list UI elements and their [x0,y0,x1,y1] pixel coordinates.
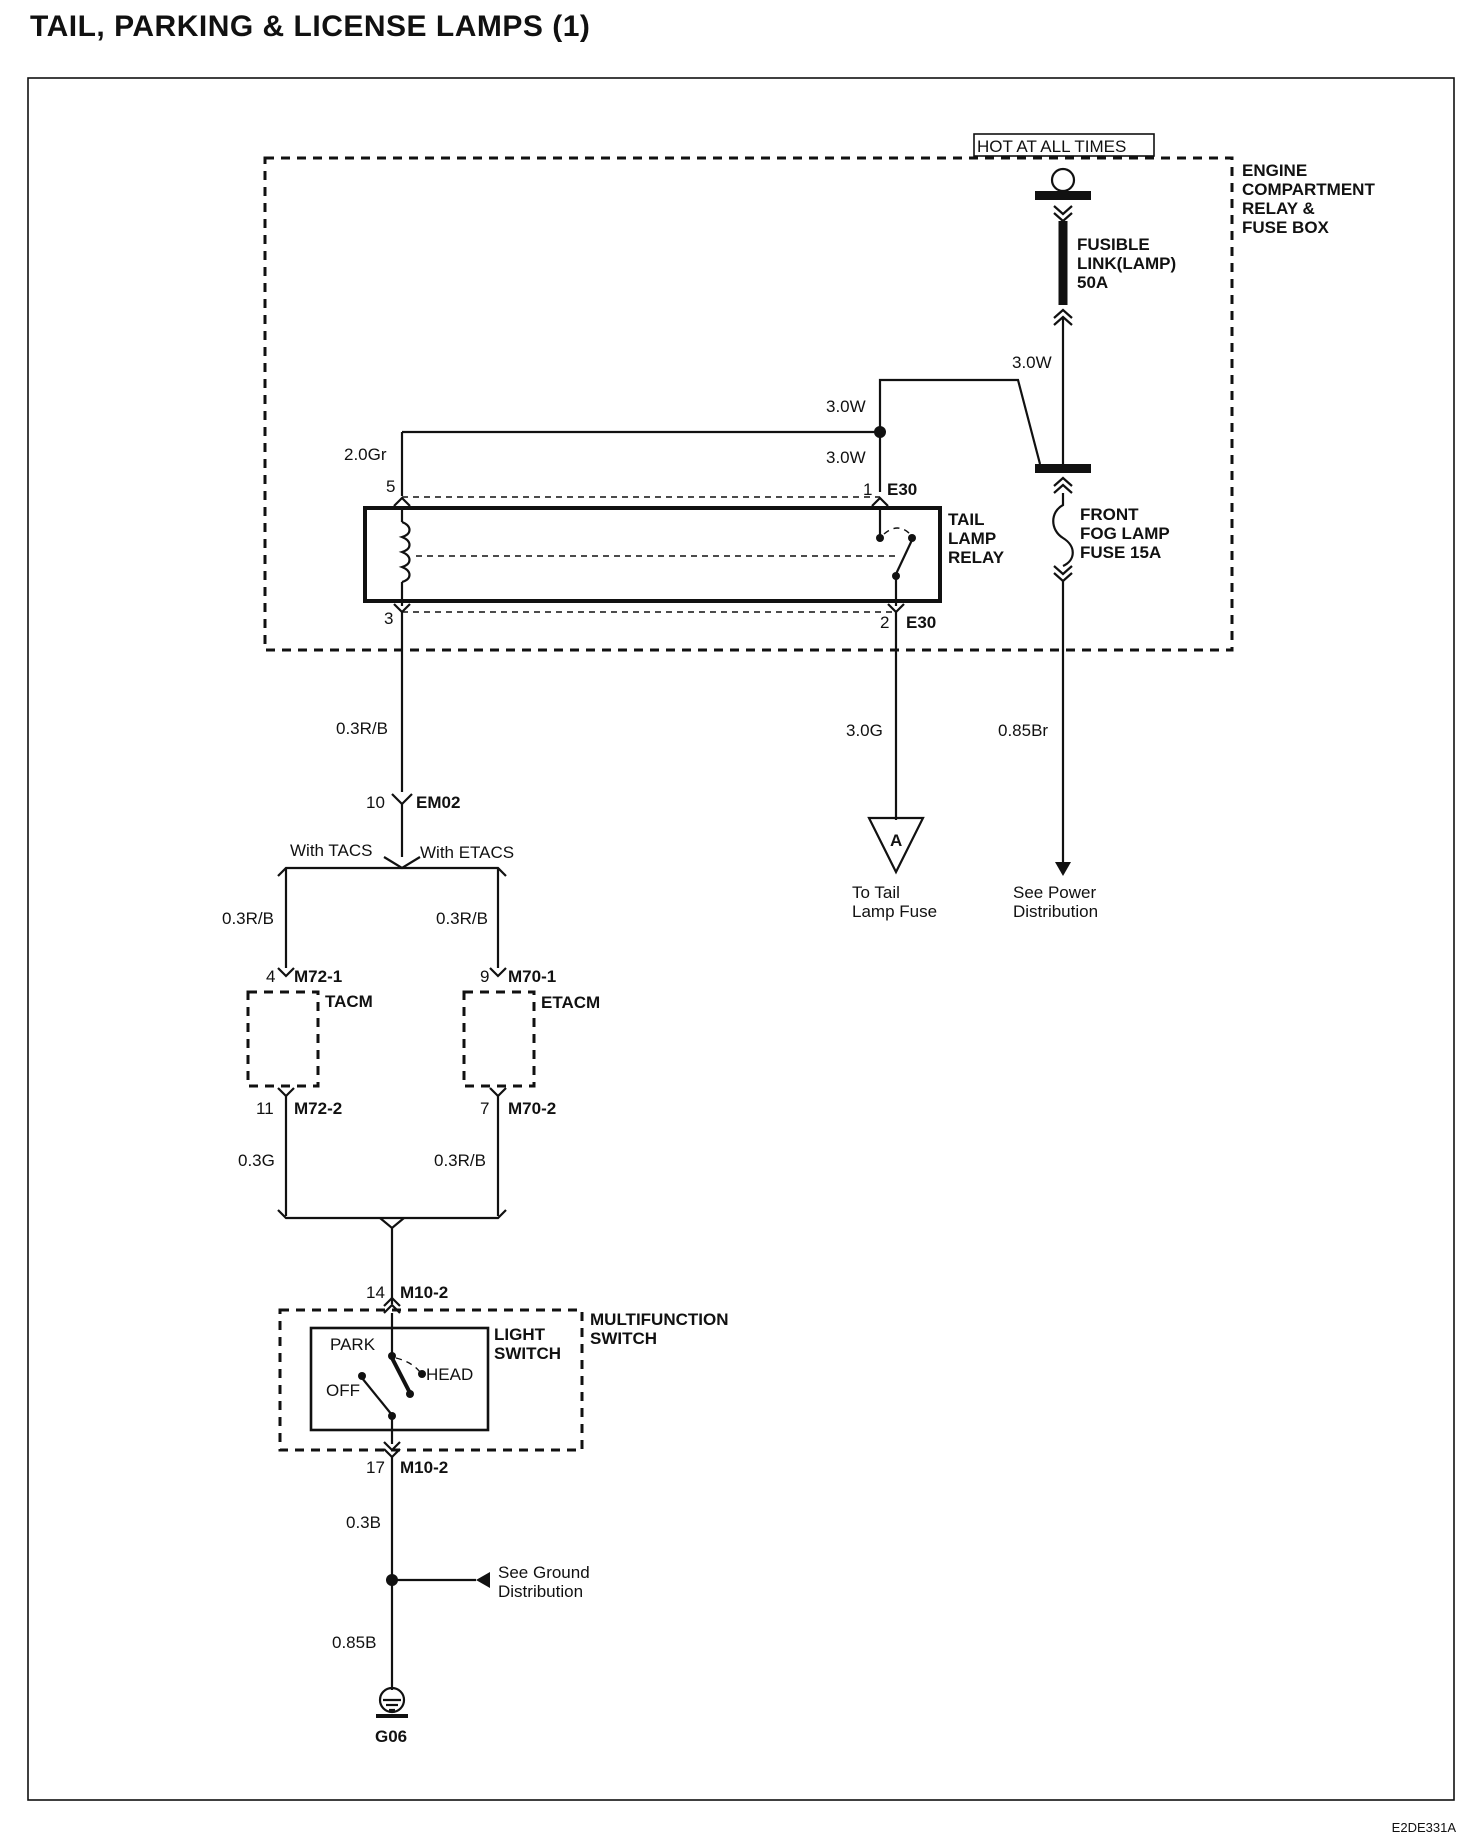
etacm-module-box [462,990,536,1088]
engine-compartment-box [263,156,1234,652]
see-ground-distribution-label: See Ground Distribution [498,1563,590,1601]
connector-em02: EM02 [416,793,460,812]
wire-label-085b: 0.85B [332,1633,376,1652]
svg-text:See Ground: See Ground [498,1563,590,1582]
relay-switch-icon [895,539,913,575]
connector-e30-top: E30 [887,480,917,499]
svg-text:LIGHT: LIGHT [494,1325,546,1344]
pin-14: 14 [366,1283,385,1302]
svg-text:Distribution: Distribution [498,1582,583,1601]
connector-m70-1: M70-1 [508,967,556,986]
wire-label-085br: 0.85Br [998,721,1048,740]
page-title: TAIL, PARKING & LICENSE LAMPS (1) [30,10,591,43]
svg-text:SWITCH: SWITCH [590,1329,657,1348]
pin-7: 7 [480,1099,489,1118]
svg-text:FOG LAMP: FOG LAMP [1080,524,1170,543]
svg-text:ENGINE: ENGINE [1242,161,1307,180]
page-code: E2DE331A [1391,1820,1456,1835]
svg-text:MULTIFUNCTION: MULTIFUNCTION [590,1310,729,1329]
fusible-link-label: FUSIBLE LINK(LAMP) 50A [1077,235,1176,292]
connector-m10-2-top: M10-2 [400,1283,448,1302]
diagram-frame [27,77,1455,1801]
ground-distribution-arrow-icon [476,1572,490,1588]
power-source-icon [1050,167,1076,193]
light-switch-box [309,1326,490,1432]
light-switch-label: LIGHT SWITCH [494,1325,561,1363]
etacm-label: ETACM [541,993,600,1012]
wire-label-03b: 0.3B [346,1513,381,1532]
pin-9: 9 [480,967,489,986]
hot-label-box [973,133,1155,157]
switch-position-off: OFF [326,1381,360,1400]
wire-label-30g: 3.0G [846,721,883,740]
wire-label-20gr: 2.0Gr [344,445,387,464]
svg-text:FUSE 15A: FUSE 15A [1080,543,1161,562]
offpage-letter-a: A [890,831,902,850]
ground-g06-label: G06 [375,1727,407,1746]
svg-text:COMPARTMENT: COMPARTMENT [1242,180,1375,199]
hot-at-all-times-label: HOT AT ALL TIMES [977,137,1126,156]
connector-m72-2: M72-2 [294,1099,342,1118]
offpage-connector-a-icon [867,816,925,875]
tail-lamp-relay-box [363,506,942,603]
multifunction-switch-box [278,1308,584,1452]
pin-2: 2 [880,613,889,632]
wire-label-3w-low: 3.0W [826,448,866,467]
pin-3: 3 [384,609,393,628]
connector-m70-2: M70-2 [508,1099,556,1118]
to-tail-lamp-fuse-label: To Tail Lamp Fuse [852,883,937,921]
svg-text:FRONT: FRONT [1080,505,1139,524]
connector-m10-2-bottom: M10-2 [400,1458,448,1477]
tacm-module-box [246,990,320,1088]
pin-11: 11 [256,1099,274,1118]
branch-label-etacs: With ETACS [420,843,514,862]
svg-text:50A: 50A [1077,273,1108,292]
power-bus-bar [1035,191,1091,200]
switch-position-park: PARK [330,1335,376,1354]
wire-label-3w-top: 3.0W [1012,353,1052,372]
front-fog-lamp-fuse-icon [1052,493,1074,567]
fog-fuse-bus-bar [1035,464,1091,473]
pin-4: 4 [266,967,275,986]
pin-10: 10 [366,793,385,812]
wire-label-03rb-right2: 0.3R/B [434,1151,486,1170]
pin-17: 17 [366,1458,385,1477]
front-fog-lamp-fuse-label: FRONT FOG LAMP FUSE 15A [1080,505,1170,562]
wire-label-03g: 0.3G [238,1151,275,1170]
branch-label-tacs: With TACS [290,841,373,860]
light-switch-lever-icon [390,1357,412,1394]
connector-e30-bottom: E30 [906,613,936,632]
tacm-label: TACM [325,992,373,1011]
multifunction-switch-label: MULTIFUNCTION SWITCH [590,1310,729,1348]
svg-text:RELAY: RELAY [948,548,1005,567]
wire-label-03rb-left: 0.3R/B [222,909,274,928]
svg-text:RELAY &: RELAY & [1242,199,1315,218]
relay-coil-icon [398,520,411,584]
wire-label-03rb-right: 0.3R/B [436,909,488,928]
power-distribution-arrow-icon [1055,862,1071,876]
switch-position-head: HEAD [426,1365,473,1384]
svg-text:LINK(LAMP): LINK(LAMP) [1077,254,1176,273]
svg-text:Lamp Fuse: Lamp Fuse [852,902,937,921]
svg-text:FUSE BOX: FUSE BOX [1242,218,1330,237]
svg-text:LAMP: LAMP [948,529,996,548]
pin-1: 1 [863,480,872,499]
svg-text:FUSIBLE: FUSIBLE [1077,235,1150,254]
connector-m72-1: M72-1 [294,967,342,986]
tail-lamp-relay-label: TAIL LAMP RELAY [948,510,1005,567]
wire-label-03rb: 0.3R/B [336,719,388,738]
see-power-distribution-label: See Power Distribution [1013,883,1098,921]
engine-compartment-label: ENGINE COMPARTMENT RELAY & FUSE BOX [1242,161,1375,237]
wire-label-3w-mid: 3.0W [826,397,866,416]
pin-5: 5 [386,477,395,496]
svg-text:TAIL: TAIL [948,510,985,529]
svg-text:See Power: See Power [1013,883,1096,902]
svg-text:Distribution: Distribution [1013,902,1098,921]
ground-g06-icon [376,1686,408,1718]
svg-text:SWITCH: SWITCH [494,1344,561,1363]
svg-text:To Tail: To Tail [852,883,900,902]
